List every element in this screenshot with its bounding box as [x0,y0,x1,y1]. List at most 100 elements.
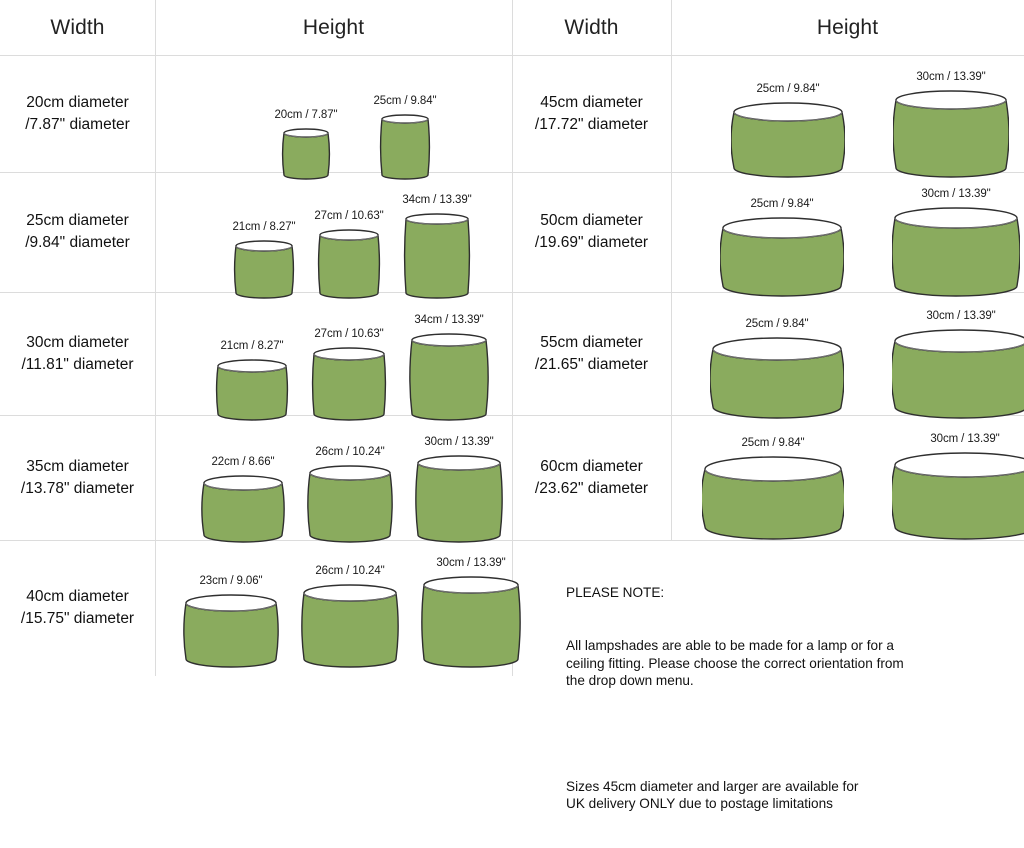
width-label-line1: 40cm diameter [26,588,129,605]
note-paragraph-1: All lampshades are able to be made for a… [566,637,904,689]
shade-size-label: 34cm / 13.39" [402,194,472,206]
lampshade-sample: 30cm / 13.39" [892,188,1020,299]
shades-cell-right-2: 25cm / 9.84" 30cm / 13.39" [671,292,1024,419]
note-heading: PLEASE NOTE: [566,585,665,601]
shades-cell-left-4: 23cm / 9.06" 26cm / 10.24" 30cm / 13.39" [155,540,521,676]
lampshade-cylinder-icon [183,594,279,668]
width-cell-left-1: 25cm diameter /9.84" diameter [0,172,155,292]
lampshade-cylinder-icon [710,337,844,419]
width-label-line1: 45cm diameter [540,93,643,111]
shade-size-label: 30cm / 13.39" [921,188,991,200]
shades-cell-left-1: 21cm / 8.27" 27cm / 10.63" 34cm / 13.39" [155,172,512,299]
lampshade-sample: 25cm / 9.84" [710,318,844,421]
lampshade-sample: 30cm / 13.39" [421,557,521,670]
shade-size-label: 25cm / 9.84" [373,95,437,107]
shades-cell-left-0: 20cm / 7.87" 25cm / 9.84" [155,55,512,180]
header-right-height: Height [816,15,879,39]
grid-line-vertical [512,0,513,676]
lampshade-cylinder-icon [215,359,289,421]
shade-size-label: 30cm / 13.39" [916,71,986,83]
lampshade-cylinder-icon [892,207,1020,297]
width-label-line2: /7.87" diameter [25,115,130,133]
lampshade-cylinder-icon [409,333,489,421]
lampshade-cylinder-icon [892,452,1024,540]
shade-size-label: 25cm / 9.84" [756,83,820,95]
lampshade-sample: 30cm / 13.39" [892,433,1024,542]
size-guide-sheet: Width Height Width Height 20cm diameter … [0,0,1024,811]
lampshade-cylinder-icon [201,475,285,543]
lampshade-cylinder-icon [281,128,331,180]
width-label-line1: 30cm diameter [26,333,129,351]
lampshade-sample: 25cm / 9.84" [702,437,844,542]
note-panel: PLEASE NOTE: All lampshades are able to … [566,549,1006,848]
shade-size-label: 25cm / 9.84" [750,198,814,210]
lampshade-sample: 34cm / 13.39" [402,194,472,301]
width-label-line2: /11.81" diameter [21,355,134,373]
lampshade-cylinder-icon [421,576,521,668]
lampshade-cylinder-icon [233,240,295,299]
lampshade-sample: 20cm / 7.87" [275,109,338,182]
width-cell-left-4: 40cm diameter /15.75" diameter [0,540,155,676]
width-label-line2: /13.78" diameter [20,479,135,497]
note-spacer [566,725,1006,743]
width-cell-right-0: 45cm diameter /17.72" diameter [512,55,671,172]
shade-size-label: 26cm / 10.24" [315,565,385,577]
lampshade-cylinder-icon [311,347,387,421]
shade-size-label: 27cm / 10.63" [314,210,384,222]
width-cell-left-2: 30cm diameter /11.81" diameter [0,292,155,415]
shade-size-label: 30cm / 13.39" [424,436,494,448]
lampshade-sample: 30cm / 13.39" [892,310,1024,421]
header-right-width: Width [564,15,619,39]
lampshade-cylinder-icon [731,102,845,178]
lampshade-sample: 27cm / 10.63" [314,210,384,301]
lampshade-cylinder-icon [301,584,399,668]
width-label-line1: 50cm diameter [540,212,643,229]
shade-size-label: 21cm / 8.27" [220,340,284,352]
shade-size-label: 21cm / 8.27" [232,221,296,233]
lampshade-sample: 30cm / 13.39" [893,71,1009,180]
header-left-height: Height [302,15,365,39]
shade-size-label: 25cm / 9.84" [741,437,805,449]
grid-line-vertical [155,0,156,676]
lampshade-cylinder-icon [702,456,844,540]
width-label-line2: /9.84" diameter [25,234,130,251]
lampshade-sample: 25cm / 9.84" [720,198,844,299]
shades-cell-right-0: 25cm / 9.84" 30cm / 13.39" [671,55,1024,178]
header-left-width: Width [50,15,105,39]
width-label-line2: /19.69" diameter [534,234,649,251]
width-label-line1: 20cm diameter [26,93,129,111]
shade-size-label: 30cm / 13.39" [930,433,1000,445]
width-cell-left-3: 35cm diameter /13.78" diameter [0,415,155,540]
shade-size-label: 30cm / 13.39" [436,557,506,569]
grid-line-vertical [671,0,672,540]
width-label-line1: 25cm diameter [26,212,129,229]
lampshade-cylinder-icon [415,455,503,543]
width-label-line2: /15.75" diameter [20,610,135,627]
shade-size-label: 26cm / 10.24" [315,446,385,458]
shades-cell-left-3: 22cm / 8.66" 26cm / 10.24" 30cm / 13.39" [155,415,512,543]
width-label-line2: /23.62" diameter [534,479,649,497]
shades-cell-left-2: 21cm / 8.27" 27cm / 10.63" 34cm / 13.39" [155,292,512,421]
width-label-line2: /17.72" diameter [534,115,649,133]
shade-size-label: 27cm / 10.63" [314,328,384,340]
shade-size-label: 23cm / 9.06" [199,575,263,587]
lampshade-cylinder-icon [403,213,471,299]
lampshade-cylinder-icon [892,329,1024,419]
shades-cell-right-1: 25cm / 9.84" 30cm / 13.39" [671,172,1024,297]
lampshade-sample: 26cm / 10.24" [301,565,399,670]
lampshade-cylinder-icon [307,465,393,543]
shades-cell-right-3: 25cm / 9.84" 30cm / 13.39" [671,415,1024,540]
lampshade-sample: 25cm / 9.84" [374,95,437,182]
lampshade-cylinder-icon [317,229,381,299]
width-cell-left-0: 20cm diameter /7.87" diameter [0,55,155,172]
width-cell-right-2: 55cm diameter /21.65" diameter [512,292,671,415]
lampshade-sample: 21cm / 8.27" [232,221,296,301]
shade-size-label: 20cm / 7.87" [274,109,338,121]
width-label-line1: 55cm diameter [540,333,643,351]
width-label-line1: 60cm diameter [540,457,643,475]
width-cell-right-3: 60cm diameter /23.62" diameter [512,415,671,540]
width-label-line1: 35cm diameter [26,457,129,475]
lampshade-cylinder-icon [893,90,1009,178]
lampshade-sample: 21cm / 8.27" [215,340,289,423]
width-cell-right-1: 50cm diameter /19.69" diameter [512,172,671,292]
